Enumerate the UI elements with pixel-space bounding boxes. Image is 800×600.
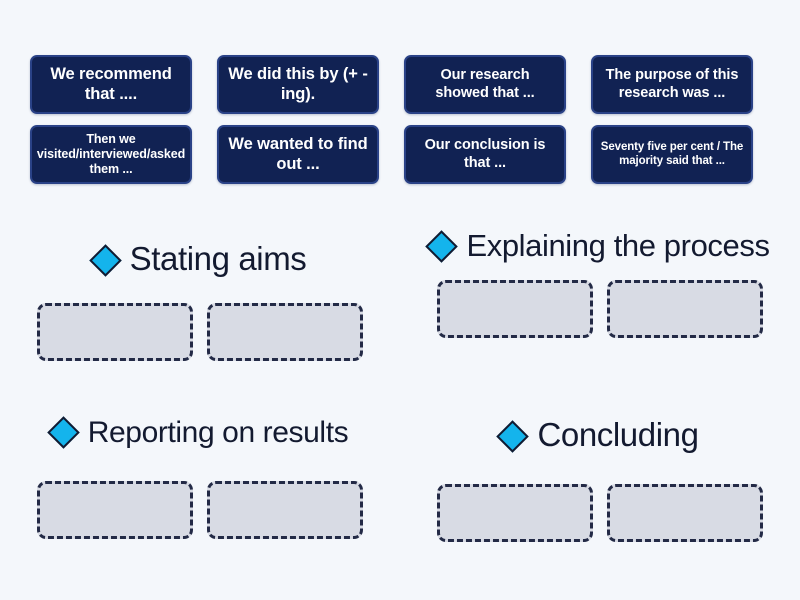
- draggable-tile[interactable]: We did this by (+ -ing).: [217, 55, 379, 114]
- category-reporting-on-results: Reporting on results: [0, 406, 400, 600]
- diamond-icon: [46, 416, 80, 449]
- dropzone[interactable]: [607, 483, 763, 542]
- diamond-icon: [425, 230, 459, 263]
- dropzone[interactable]: [37, 302, 193, 361]
- dropzone[interactable]: [437, 279, 593, 338]
- dropzone-group: [420, 279, 780, 338]
- category-stating-aims: Stating aims: [0, 212, 400, 406]
- category-heading-wrap: Explaining the process: [420, 228, 780, 263]
- tile-row-1: We recommend that .... We did this by (+…: [30, 55, 770, 114]
- category-title-text: Reporting on results: [87, 416, 349, 449]
- category-title: Reporting on results: [20, 416, 380, 449]
- category-title-text: Stating aims: [129, 240, 307, 277]
- category-heading-wrap: Concluding: [420, 416, 780, 453]
- draggable-tile[interactable]: Our research showed that ...: [404, 55, 566, 114]
- dropzone[interactable]: [207, 480, 363, 539]
- category-explaining-the-process: Explaining the process: [400, 212, 800, 406]
- dropzone[interactable]: [607, 279, 763, 338]
- draggable-tile[interactable]: We wanted to find out ...: [217, 125, 379, 184]
- category-title: Stating aims: [20, 240, 380, 277]
- diamond-icon: [496, 420, 530, 453]
- dropzone-group: [20, 480, 380, 539]
- draggable-tile[interactable]: Seventy five per cent / The majority sai…: [591, 125, 753, 184]
- draggable-tile[interactable]: The purpose of this research was ...: [591, 55, 753, 114]
- tile-row-2: Then we visited/interviewed/asked them .…: [30, 125, 770, 184]
- category-grid: Stating aims Explaining the process Repo…: [0, 212, 800, 600]
- diamond-icon: [88, 244, 122, 277]
- category-title: Concluding: [420, 416, 780, 453]
- dropzone[interactable]: [37, 480, 193, 539]
- dropzone[interactable]: [437, 483, 593, 542]
- category-title-text: Explaining the process: [466, 228, 770, 263]
- category-concluding: Concluding: [400, 406, 800, 600]
- draggable-tile[interactable]: Our conclusion is that ...: [404, 125, 566, 184]
- draggable-tile[interactable]: We recommend that ....: [30, 55, 192, 114]
- dropzone[interactable]: [207, 302, 363, 361]
- category-heading-wrap: Stating aims: [20, 240, 380, 277]
- category-title-text: Concluding: [537, 416, 699, 453]
- dropzone-group: [20, 302, 380, 361]
- category-title: Explaining the process: [420, 228, 780, 263]
- draggable-tile[interactable]: Then we visited/interviewed/asked them .…: [30, 125, 192, 184]
- category-heading-wrap: Reporting on results: [20, 416, 380, 449]
- tile-bank: We recommend that .... We did this by (+…: [0, 0, 800, 210]
- dropzone-group: [420, 483, 780, 542]
